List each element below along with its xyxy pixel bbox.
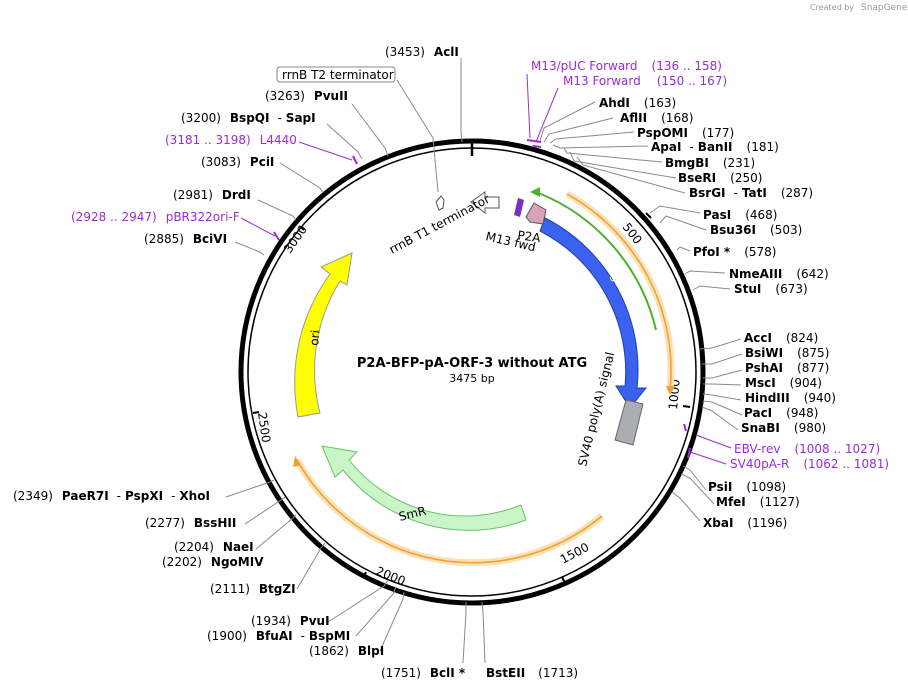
ori-label: ori bbox=[307, 329, 323, 346]
orf-arc-1 bbox=[566, 193, 672, 392]
site-pasi: PasI(468) bbox=[703, 208, 777, 222]
site-xbai: XbaI(1196) bbox=[703, 516, 787, 530]
rrnb-t1-feature bbox=[470, 191, 500, 215]
site-paer7i: (2349)PaeR7I-PspXI-XhoI bbox=[13, 489, 210, 503]
smr-label: SmR bbox=[397, 504, 427, 524]
site-naei: (2204)NaeI bbox=[174, 540, 254, 554]
site-bsrgi: BsrGI-TatI(287) bbox=[689, 186, 813, 200]
site-pvui: (1934)PvuI bbox=[251, 614, 330, 628]
site-acli: (3453)AclI bbox=[385, 45, 459, 59]
ori-feature bbox=[294, 252, 353, 418]
tick-label-2500: 2500 bbox=[255, 411, 273, 443]
p2a-label: P2A bbox=[517, 228, 543, 245]
site-bspqi: (3200)BspQI-SapI bbox=[181, 111, 316, 125]
site-apai: ApaI-BanII(181) bbox=[651, 140, 779, 154]
site-snabi: SnaBI(980) bbox=[741, 421, 826, 435]
site-btgzi: (2111)BtgZI bbox=[210, 582, 296, 596]
site-msci: MscI(904) bbox=[745, 376, 822, 390]
site-bsiwi: BsiWI(875) bbox=[745, 346, 829, 360]
site-aflii: AflII(168) bbox=[620, 111, 693, 125]
credit-text: Created by bbox=[810, 3, 854, 12]
site-bsshii: (2277)BssHII bbox=[145, 516, 236, 530]
site-pspomi: PspOMI(177) bbox=[637, 126, 734, 140]
primer-m13-forward: M13 Forward(150 .. 167) bbox=[563, 74, 727, 88]
site-drdi: (2981)DrdI bbox=[173, 188, 251, 202]
site-nmeaiii: NmeAIII(642) bbox=[729, 267, 829, 281]
orf-arc-glow-2 bbox=[293, 458, 605, 567]
tick-marks bbox=[252, 212, 691, 584]
rrnb-t2-box bbox=[276, 66, 396, 83]
site-ahdi: AhdI(163) bbox=[599, 96, 676, 110]
primer-l4440: (3181 .. 3198)L4440 bbox=[165, 133, 297, 147]
primer-pbr322ori-f: (2928 .. 2947)pBR322ori-F bbox=[71, 210, 240, 224]
sv40-feature bbox=[614, 399, 644, 446]
site-pfoi: PfoI *(578) bbox=[693, 245, 776, 259]
site-mfei: MfeI(1127) bbox=[716, 495, 800, 509]
site-pshai: PshAI(877) bbox=[745, 361, 829, 375]
green-orf-head bbox=[530, 187, 540, 197]
site-psii: PsiI(1098) bbox=[708, 480, 786, 494]
site-beri: BseRI(250) bbox=[678, 171, 762, 185]
smr-feature bbox=[321, 445, 527, 531]
site-stui: StuI(673) bbox=[734, 282, 808, 296]
site-blpi: (1862)BlpI bbox=[309, 644, 384, 658]
leader-lines bbox=[225, 58, 743, 664]
snapgene-logo: SnapGene bbox=[861, 3, 908, 13]
site-pcii: (3083)PciI bbox=[201, 155, 274, 169]
site-bsteii: BstEII(1713) bbox=[486, 666, 578, 680]
site-bfuai: (1900)BfuAI-BspMI bbox=[207, 629, 350, 643]
rrnb-t2-label: rrnB T2 terminator bbox=[282, 68, 394, 82]
plasmid-length: 3475 bp bbox=[449, 372, 494, 385]
primer-ebv-rev: EBV-rev(1008 .. 1027) bbox=[734, 442, 880, 456]
primer-sv40pa-r: SV40pA-R(1062 .. 1081) bbox=[730, 457, 889, 471]
site-acci: AccI(824) bbox=[744, 331, 818, 345]
orf-arrow-head-1 bbox=[666, 386, 675, 395]
site-paci: PacI(948) bbox=[744, 406, 818, 420]
rrnb-t2-leader bbox=[396, 79, 439, 193]
site-bmgbi: BmgBI(231) bbox=[665, 156, 755, 170]
plasmid-name: P2A-BFP-pA-ORF-3 without ATG bbox=[357, 356, 587, 371]
site-bsu36i: Bsu36I(503) bbox=[710, 223, 802, 237]
orf-arrow-head-2 bbox=[293, 456, 301, 467]
site-hindiii: HindIII(940) bbox=[745, 391, 836, 405]
site-pvuii: (3263)PvuII bbox=[265, 89, 348, 103]
green-orf-arc bbox=[535, 191, 657, 331]
m13-fwd-feature bbox=[514, 198, 524, 217]
rrnb-t2-feature bbox=[435, 195, 445, 211]
site-bcli: (1751)BclI * bbox=[381, 666, 466, 680]
primer-m13-puc-forward: M13/pUC Forward(136 .. 158) bbox=[531, 59, 722, 73]
orf-arc-2 bbox=[296, 459, 603, 564]
site-ngomiv: (2202)NgoMIV bbox=[162, 555, 264, 569]
primer-markers bbox=[240, 73, 732, 465]
site-bcivi: (2885)BciVI bbox=[144, 232, 227, 246]
p2a-feature bbox=[525, 202, 547, 225]
